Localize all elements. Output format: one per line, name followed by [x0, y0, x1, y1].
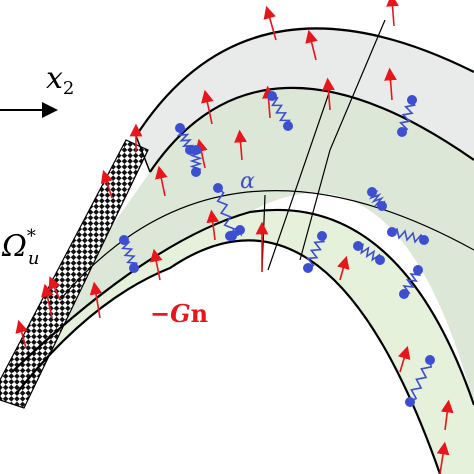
- clamped-boundary-hatch: [0, 139, 149, 409]
- alpha-label: α: [240, 169, 255, 194]
- spring-end-dot: [191, 145, 201, 155]
- spring-end-dot: [191, 167, 201, 177]
- surface-outlines: [11, 19, 474, 474]
- normal-arrow: [263, 5, 277, 41]
- spring-end-dot: [367, 187, 377, 197]
- middle-layer-body: [12, 87, 474, 405]
- normal-arrow: [149, 248, 163, 281]
- spring-end-dot: [213, 183, 223, 193]
- spring-end-dot: [225, 231, 235, 241]
- spring-coil: [120, 239, 138, 269]
- normal-arrow: [234, 129, 247, 161]
- spring-end-dot: [407, 95, 417, 105]
- spring-end-dot: [375, 255, 385, 265]
- spring-end-dot: [419, 235, 429, 245]
- normal-arrow: [386, 0, 399, 27]
- spring-end-dot: [399, 289, 409, 299]
- normal-arrow: [41, 283, 54, 319]
- spring-end-dot: [413, 265, 423, 275]
- normal-arrow: [15, 319, 28, 349]
- spring-end-dot: [425, 355, 435, 365]
- spring-coil: [216, 187, 236, 237]
- spring-coil: [391, 227, 425, 244]
- spring-end-dot: [129, 263, 139, 273]
- spring-end-dot: [405, 397, 415, 407]
- spring-coil: [399, 99, 416, 133]
- normal-arrow: [337, 255, 350, 281]
- normal-arrow: [398, 345, 411, 373]
- spring-end-dot: [235, 225, 245, 235]
- normal-arrow: [155, 165, 168, 197]
- spring-coil: [270, 95, 291, 127]
- spring-end-dot: [267, 91, 277, 101]
- traction-arrows: [15, 0, 454, 474]
- spring-end-dot: [303, 263, 313, 273]
- normal-arrow: [436, 441, 450, 474]
- spring-end-dot: [283, 121, 293, 131]
- spring-end-dot: [387, 227, 397, 237]
- spring-coil: [306, 235, 326, 269]
- spring-end-dot: [317, 231, 327, 241]
- x2-label: x2: [46, 61, 74, 99]
- normal-arrow: [440, 399, 454, 431]
- spring-end-dot: [397, 127, 407, 137]
- normal-arrow: [48, 276, 61, 301]
- spring-coil: [409, 359, 433, 403]
- spring-supports: [119, 91, 435, 407]
- spring-end-dot: [175, 123, 185, 133]
- omega-label: Ω*u: [1, 226, 39, 269]
- top-layer-band: [136, 28, 474, 172]
- traction-label: −Gn: [150, 299, 208, 328]
- normal-arrow: [89, 281, 103, 319]
- normal-arrow: [322, 77, 335, 111]
- spring-end-dot: [119, 235, 129, 245]
- spring-end-dot: [377, 201, 387, 211]
- normal-arrow: [201, 89, 214, 125]
- normal-arrow: [100, 169, 114, 199]
- normal-arrow: [384, 67, 397, 101]
- spring-end-dot: [353, 241, 363, 251]
- normal-arrow: [305, 29, 318, 61]
- normal-arrow: [206, 209, 220, 241]
